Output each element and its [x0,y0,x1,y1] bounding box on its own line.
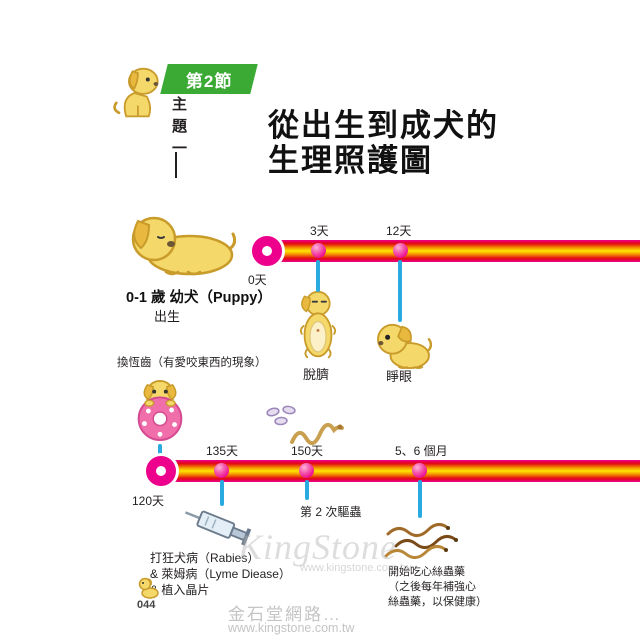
page-title: 從出生到成犬的 生理照護圖 [268,108,499,178]
page-number: 044 [137,599,156,611]
worm-icon [288,418,344,457]
heartworm-medicine-icon [382,514,468,569]
teeth-note: 換恆齒（有愛咬東西的現象） [117,357,267,369]
topic-label: 主題一 [170,96,187,162]
page-title-line2: 生理照護圖 [268,143,433,178]
vaccine-note-line3: & 植入晶片 [150,583,210,597]
marker-day3 [311,243,326,258]
topic-rule [175,152,177,178]
deworm-label: 第 2 次驅蟲 [300,505,362,519]
syringe-icon [180,500,258,559]
connector-day3 [316,260,320,292]
tick-day0: 0天 [248,273,267,287]
connector-day12 [398,260,402,322]
event-day12-label: 睜眼 [386,369,413,384]
tick-day12: 12天 [386,224,412,238]
heartworm-note: 開始吃心絲蟲藥 （之後每年補強心 絲蟲藥，以保健康） [388,565,487,610]
vaccine-note-line2: & 萊姆病（Lyme Diease） [150,567,291,581]
connector-day150 [305,480,309,500]
worm-eggs-icon [265,404,307,433]
page-title-line1: 從出生到成犬的 [268,108,499,143]
dog-chewing-toy-icon [128,378,192,449]
tiny-dog-icon [138,576,160,605]
connector-teeth [158,444,162,462]
tick-month5-6: 5、6 個月 [395,444,448,458]
heartworm-note-line2: （之後每年補強心 [388,581,476,593]
timeline-start-ring-growth [146,456,176,486]
event-day3-label: 脫臍 [303,367,330,382]
birth-label: 出生 [154,309,181,324]
tick-day150: 150天 [291,444,324,458]
tick-day120: 120天 [132,494,165,508]
connector-month5-6 [418,480,422,518]
marker-day12 [393,243,408,258]
watermark-site-name: 金石堂網路… [228,605,342,624]
heartworm-note-line3: 絲蟲藥，以保健康） [388,596,487,608]
heartworm-note-line1: 開始吃心絲蟲藥 [388,566,465,578]
lying-puppy-icon [124,210,237,283]
section-badge: 第2節 [160,64,258,94]
timeline-start-ring-birth [252,236,282,266]
connector-day135 [220,480,224,506]
tick-day3: 3天 [310,224,329,238]
sitting-dog-icon [110,64,164,127]
marker-day150 [299,463,314,478]
timeline-bar-growth [162,460,640,482]
vaccine-note-line1: 打狂犬病（Rabies） [150,551,260,565]
timeline-bar-birth [268,240,640,262]
section-badge-label: 第2節 [185,71,233,91]
newborn-puppy-icon [292,290,344,365]
eyes-open-puppy-icon [374,320,433,375]
watermark-site-url: www.kingstone.com.tw [228,621,355,635]
vaccine-note: 打狂犬病（Rabies） & 萊姆病（Lyme Diease） & 植入晶片 [150,550,291,598]
marker-month5-6 [412,463,427,478]
tick-day135: 135天 [206,444,239,458]
stage-label: 0-1 歲 幼犬（Puppy） [126,290,272,306]
marker-day135 [214,463,229,478]
